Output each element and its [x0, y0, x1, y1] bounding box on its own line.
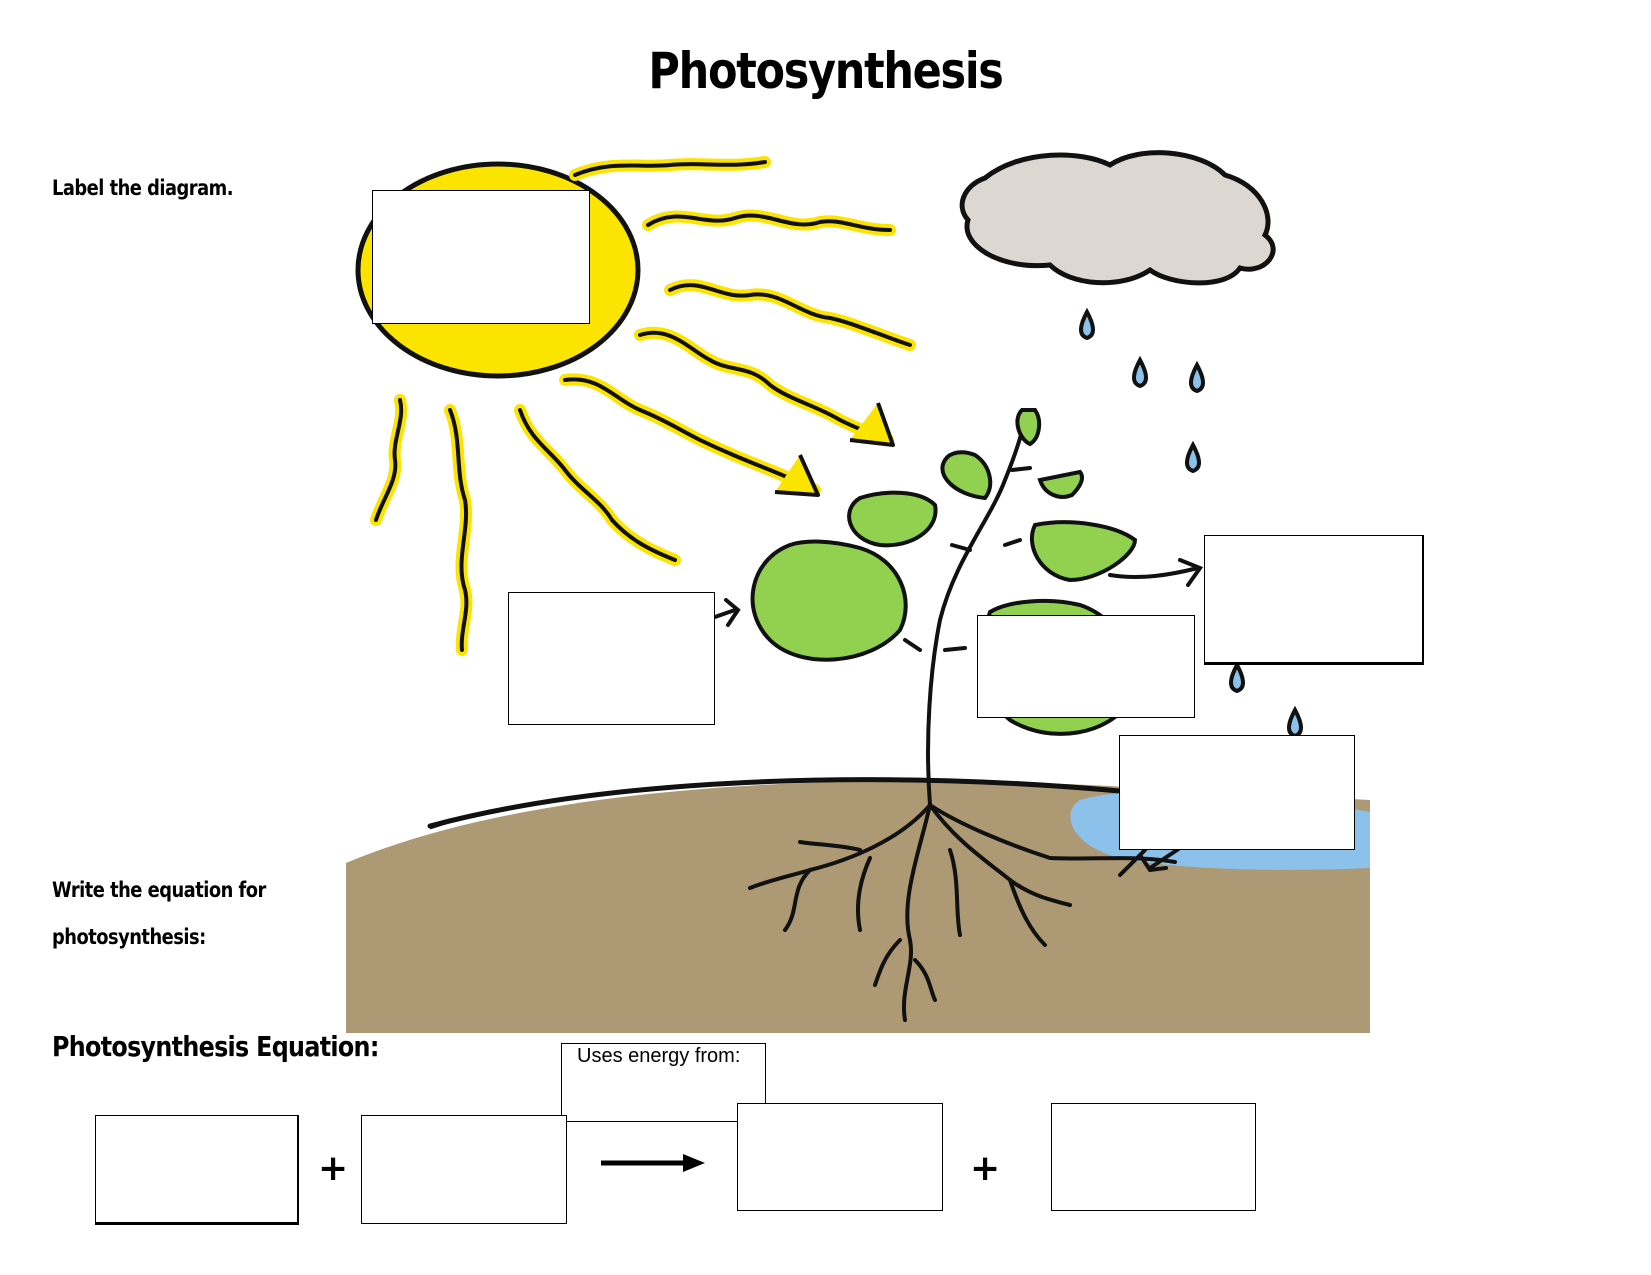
equation-heading: Photosynthesis Equation:: [52, 1030, 379, 1063]
energy-source-box[interactable]: [561, 1043, 766, 1122]
ray-arrowhead: [849, 402, 895, 447]
write-equation-instruction-line2: photosynthesis:: [52, 925, 206, 949]
label-box-leaf[interactable]: [508, 592, 715, 725]
raindrops: [1079, 307, 1303, 739]
label-arrows: [710, 558, 1204, 873]
label-diagram-instruction: Label the diagram.: [52, 176, 233, 200]
label-box-sun[interactable]: [372, 190, 590, 324]
label-box-oxygen[interactable]: [1204, 535, 1424, 665]
plant-stem: [926, 419, 1027, 806]
product-box-1[interactable]: [737, 1103, 943, 1211]
roots: [748, 803, 1177, 1022]
reactant-box-2[interactable]: [361, 1115, 567, 1224]
label-box-stem[interactable]: [977, 615, 1195, 718]
cloud: [959, 150, 1276, 286]
sun-rays: [370, 156, 916, 656]
product-box-2[interactable]: [1051, 1103, 1256, 1211]
ray-arrowhead: [774, 454, 820, 497]
ground-line: [427, 777, 1133, 829]
leaf-connectors: [903, 466, 1032, 652]
energy-source-label: Uses energy from:: [577, 1045, 741, 1067]
reactant-box-1[interactable]: [95, 1115, 299, 1225]
yields-arrow-icon: [601, 1154, 705, 1172]
plus-sign: +: [970, 1148, 1001, 1189]
write-equation-instruction-line1: Write the equation for: [52, 878, 266, 902]
label-box-roots[interactable]: [1119, 735, 1355, 850]
plus-sign: +: [318, 1148, 349, 1189]
page-title: Photosynthesis: [648, 42, 1004, 100]
